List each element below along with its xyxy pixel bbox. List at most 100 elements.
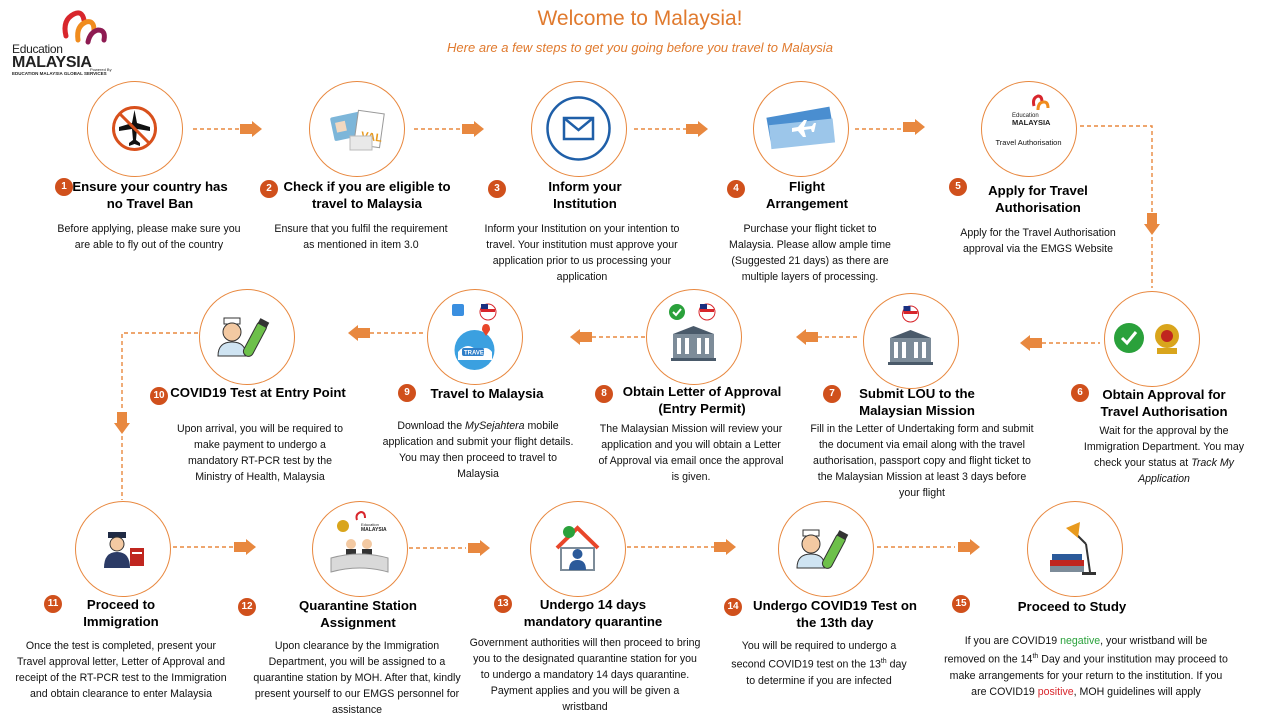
svg-text:Education: Education	[1012, 113, 1039, 119]
step-13-title: Undergo 14 days mandatory quarantine	[523, 597, 663, 629]
step-12-circle: Education MALAYSIA	[312, 501, 408, 597]
step-14-description: You will be required to undergo a second…	[728, 638, 910, 689]
step-15-day-number: 14	[1020, 653, 1033, 666]
positive-word: positive	[1037, 685, 1074, 698]
step-8-number: 8	[595, 385, 613, 403]
mysejahtera-app-name: MySejahtera	[465, 420, 525, 432]
step-7-title: Submit LOU to the Malaysian Mission	[859, 386, 975, 418]
step-15-number: 15	[952, 595, 970, 613]
step-10-number: 10	[150, 387, 168, 405]
arrow-heads	[114, 119, 1160, 556]
step-4-circle	[753, 81, 849, 177]
embassy-icon	[888, 305, 933, 365]
step-14-number: 14	[724, 598, 742, 616]
step-11-title: Proceed to Immigration	[83, 597, 159, 629]
step-11-description: Once the test is completed, present your…	[15, 640, 227, 700]
travel-authorisation-label: Travel Authorisation	[995, 138, 1062, 147]
no-flight-icon	[112, 106, 157, 151]
step-9-desc-pre: Download the	[397, 420, 466, 432]
page-title: Welcome to Malaysia!	[537, 7, 743, 30]
step-13-description: Government authorities will then proceed…	[469, 637, 701, 713]
logo-powered-by: Powered By	[90, 67, 112, 72]
step-5-title: Apply for Travel Authorisation	[988, 183, 1088, 215]
svg-text:MALAYSIA: MALAYSIA	[361, 527, 387, 533]
step-2-circle: VAL	[309, 81, 405, 177]
step-12-title: Quarantine Station Assignment	[299, 598, 417, 630]
track-my-application-link[interactable]: Track My Application	[1138, 457, 1234, 485]
step-13-number: 13	[494, 595, 512, 613]
nurse-test-icon	[217, 317, 270, 357]
step-2-title: Check if you are eligible to travel to M…	[283, 179, 451, 211]
immigration-officer-icon	[104, 532, 144, 568]
step-14-title: Undergo COVID19 Test on the 13th day	[753, 598, 917, 630]
step-9-title: Travel to Malaysia	[430, 386, 544, 401]
visa-documents-icon: VAL	[330, 109, 385, 151]
step-13-circle	[530, 501, 626, 597]
step-15-day-suffix: th	[1032, 653, 1039, 660]
logo-tagline: EDUCATION MALAYSIA GLOBAL SERVICES	[12, 71, 107, 76]
step-4-title: Flight Arrangement	[765, 179, 849, 211]
svg-text:Education: Education	[361, 522, 379, 527]
step-4-number: 4	[727, 180, 745, 198]
step-1-circle	[87, 81, 183, 177]
step-12-description: Upon clearance by the Immigration Depart…	[253, 640, 461, 716]
step-15-title: Proceed to Study	[1017, 599, 1127, 614]
step-8-circle	[646, 289, 742, 385]
step-6-title: Obtain Approval for Travel Authorisation	[1100, 387, 1228, 419]
study-lamp-books-icon	[1050, 522, 1096, 575]
step-2-description: Ensure that you fulfil the requirement a…	[274, 223, 448, 251]
step-3-description: Inform your Institution on your intentio…	[484, 223, 680, 283]
step-15-desc-c: Day and your institution may proceed to …	[949, 653, 1228, 698]
step-7-description: Fill in the Letter of Undertaking form a…	[810, 423, 1034, 499]
step-9-number: 9	[398, 384, 416, 402]
page-subtitle: Here are a few steps to get you going be…	[447, 40, 833, 55]
step-10-description: Upon arrival, you will be required to ma…	[176, 423, 344, 483]
step-3-number: 3	[488, 180, 506, 198]
step-14-circle	[778, 501, 874, 597]
step-10-circle	[199, 289, 295, 385]
step-15-description: If you are COVID19 negative, your wristb…	[944, 633, 1228, 700]
step-12-number: 12	[238, 598, 256, 616]
em-logo-mark-icon	[62, 10, 107, 45]
step-11-number: 11	[44, 595, 62, 613]
step-8-title: Obtain Letter of Approval (Entry Permit)	[622, 384, 782, 416]
home-quarantine-icon	[555, 525, 600, 571]
step-2-number: 2	[260, 180, 278, 198]
logo-line-education: Education	[12, 42, 63, 56]
step-5-circle: Education MALAYSIA Travel Authorisation	[981, 81, 1077, 177]
negative-word: negative	[1060, 635, 1101, 647]
step-6-number: 6	[1071, 384, 1089, 402]
step-7-circle	[863, 293, 959, 389]
education-malaysia-logo: Education MALAYSIA Powered By EDUCATION …	[8, 4, 118, 79]
step-10-title: COVID19 Test at Entry Point	[170, 385, 346, 400]
flight-ticket-icon	[766, 106, 836, 150]
step-4-description: Purchase your flight ticket to Malaysia.…	[729, 223, 891, 283]
step-5-number: 5	[949, 178, 967, 196]
step-6-circle	[1104, 291, 1200, 387]
step-1-description: Before applying, please make sure you ar…	[57, 223, 241, 251]
reception-desk-icon: Education MALAYSIA	[330, 510, 389, 573]
step-9-circle: TRAVEL	[427, 289, 523, 385]
nurse-test-icon	[796, 529, 849, 569]
step-15-desc-d: , MOH guidelines will apply	[1073, 685, 1201, 698]
step-1-title: Ensure your country has no Travel Ban	[72, 179, 228, 211]
travel-authorisation-logo-icon: Education MALAYSIA	[1012, 94, 1051, 127]
svg-text:MALAYSIA: MALAYSIA	[1012, 118, 1051, 127]
envelope-icon	[546, 96, 611, 161]
step-7-number: 7	[823, 385, 841, 403]
step-3-circle	[531, 81, 627, 177]
step-14-desc-a: You will be required to undergo a second…	[731, 640, 897, 671]
step-5-description: Apply for the Travel Authorisation appro…	[960, 227, 1116, 255]
step-15-desc-a: If you are COVID19	[964, 635, 1061, 647]
logo-line-malaysia: MALAYSIA	[12, 54, 92, 71]
step-3-title: Inform your Institution	[548, 179, 622, 211]
step-6-desc-text: Wait for the approval by the Immigration…	[1083, 425, 1245, 469]
approval-check-icon	[1114, 323, 1179, 354]
step-1-number: 1	[55, 178, 73, 196]
step-8-description: The Malaysian Mission will review your a…	[598, 423, 784, 483]
step-9-description: Download the MySejahtera mobile applicat…	[380, 418, 576, 482]
step-14-desc-b: day to determine if you are infected	[746, 658, 907, 687]
step-14-day-number: 13	[869, 658, 881, 671]
